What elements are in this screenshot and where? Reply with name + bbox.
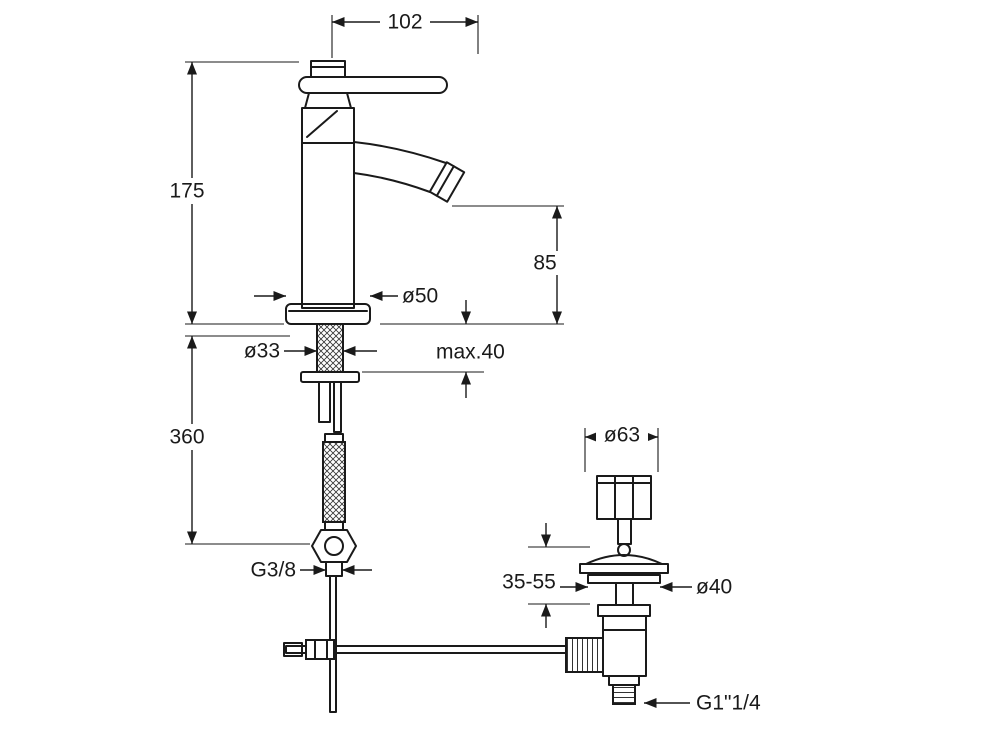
dimension-102: 102 xyxy=(331,9,479,58)
threaded-tailpiece xyxy=(612,684,636,705)
pop-up-linkage xyxy=(283,639,567,660)
linkage-clamp xyxy=(305,639,335,660)
dimension-label-102: 102 xyxy=(387,11,422,34)
dimension-85: 85 xyxy=(380,205,566,325)
faucet xyxy=(283,60,567,713)
spout-top-line xyxy=(353,141,447,164)
dimension-label-85: 85 xyxy=(533,252,556,275)
dimension-3555: 35-55 xyxy=(502,523,590,628)
dimension-label-d33: ø33 xyxy=(244,340,280,363)
flange-dome xyxy=(585,554,663,565)
knob-stem xyxy=(617,518,632,545)
connection-hex-nut xyxy=(311,529,357,563)
body-highlight-line xyxy=(306,110,338,138)
hose-bottom-ferrule xyxy=(324,521,344,531)
dimension-g38: G3/8 xyxy=(250,559,372,582)
spout xyxy=(353,141,466,203)
mounting-washer xyxy=(300,371,360,383)
dimension-max40: max.40 xyxy=(362,300,505,398)
flange-bottom-plate xyxy=(587,574,661,584)
dimension-d33: ø33 xyxy=(244,340,377,363)
spout-bottom-line xyxy=(353,172,431,193)
label-bg xyxy=(162,178,212,204)
drain-collar xyxy=(597,604,651,617)
dimension-label-g114: G1"1/4 xyxy=(696,692,761,715)
label-bg xyxy=(380,9,430,33)
label-bg xyxy=(524,251,566,275)
dimension-label-3555: 35-55 xyxy=(502,571,556,594)
spout-aerator xyxy=(428,161,466,203)
dimension-label-360: 360 xyxy=(169,426,204,449)
handle-knob xyxy=(310,60,346,78)
handle-base xyxy=(304,92,352,109)
hose-top-ferrule xyxy=(324,433,344,443)
dimension-g114: G1"1/4 xyxy=(644,692,761,715)
nut-thread-tube xyxy=(325,561,343,577)
flange-stem xyxy=(615,582,634,606)
dimension-label-max40: max.40 xyxy=(436,341,505,364)
drain-assembly xyxy=(565,475,669,705)
hex-nut-bore xyxy=(324,536,344,556)
dimension-d63: ø63 xyxy=(584,424,659,472)
dimension-175: 175 xyxy=(162,61,299,325)
body-outline xyxy=(301,107,355,309)
dimension-d50: ø50 xyxy=(254,285,438,308)
knurled-adjuster-nut xyxy=(565,637,604,673)
dimension-label-175: 175 xyxy=(169,180,204,203)
hose-nipple xyxy=(333,381,342,433)
tail-neck xyxy=(608,675,640,686)
handle-lever xyxy=(298,76,448,94)
braided-hose xyxy=(322,441,346,523)
dimension-d40: ø40 xyxy=(560,576,732,599)
dimension-label-d63: ø63 xyxy=(604,424,640,447)
threaded-shank xyxy=(316,323,344,373)
linkage-end-fork xyxy=(283,642,303,657)
handle-group xyxy=(298,60,448,109)
pop-up-rod-upper xyxy=(318,381,331,423)
dimension-label-d40: ø40 xyxy=(696,576,732,599)
under-deck-assembly xyxy=(300,323,360,713)
body-column xyxy=(301,107,355,309)
label-bg xyxy=(596,424,648,447)
dimension-label-g38: G3/8 xyxy=(250,559,296,582)
aerator-inner-line xyxy=(435,165,455,197)
label-bg xyxy=(162,424,212,450)
dimension-label-d50: ø50 xyxy=(402,285,438,308)
flange-top-plate xyxy=(579,563,669,574)
dimension-360: 360 xyxy=(162,335,310,545)
drain-body xyxy=(602,615,647,677)
